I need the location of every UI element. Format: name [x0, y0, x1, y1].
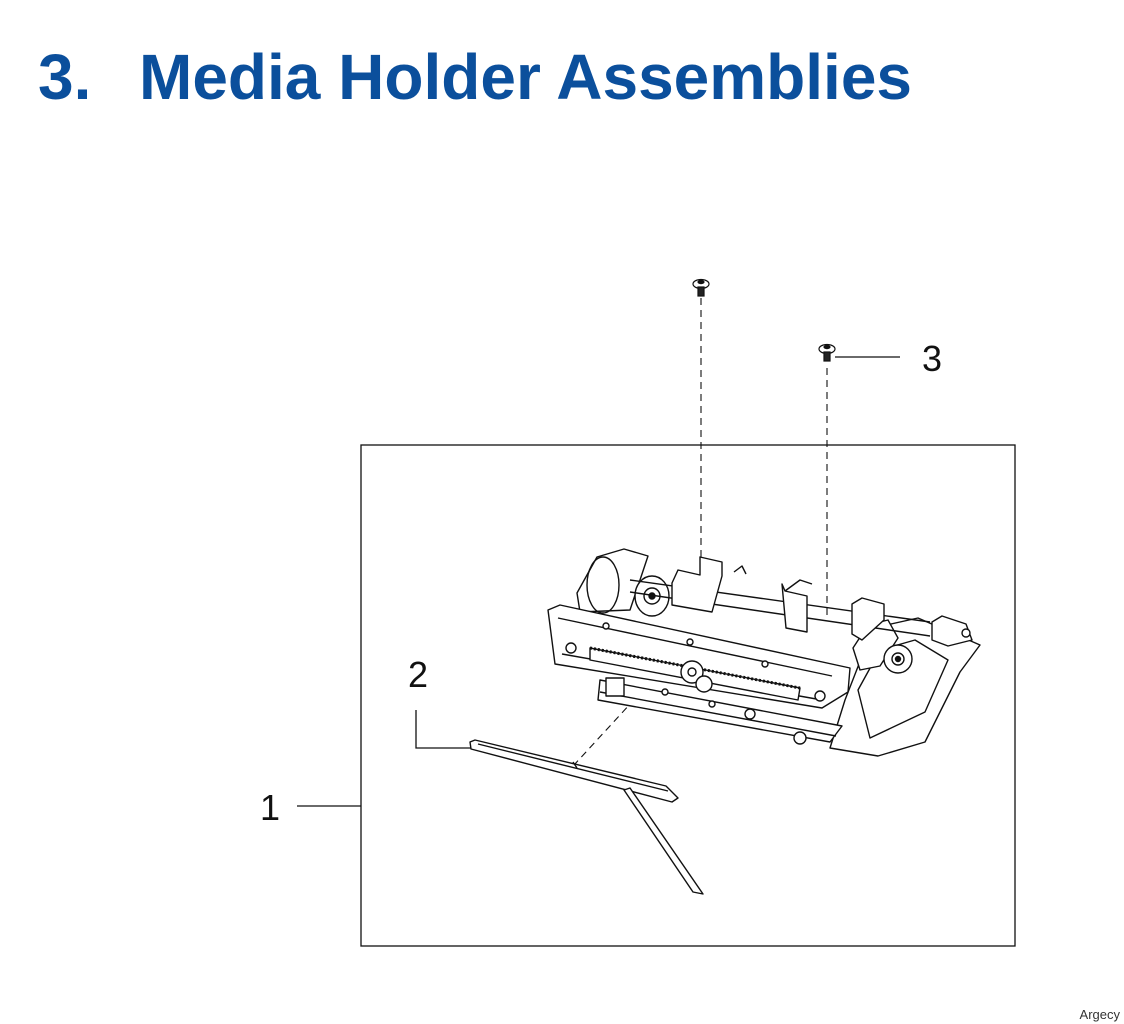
- media-guide-part: [469, 739, 704, 895]
- section-title: Media Holder Assemblies: [139, 41, 912, 113]
- callout-2: 2: [408, 654, 428, 695]
- media-holder-assembly: [547, 548, 981, 757]
- page-title: 3. Media Holder Assemblies: [38, 40, 912, 114]
- leader-lines: [297, 356, 900, 807]
- section-number: 3.: [38, 41, 92, 113]
- callout-1: 1: [260, 787, 280, 828]
- screw-icon: [818, 343, 836, 362]
- assembly-frame: [360, 444, 1016, 947]
- watermark: Argecy: [1079, 1007, 1120, 1022]
- screw-icon: [692, 278, 710, 297]
- callout-3: 3: [922, 338, 942, 379]
